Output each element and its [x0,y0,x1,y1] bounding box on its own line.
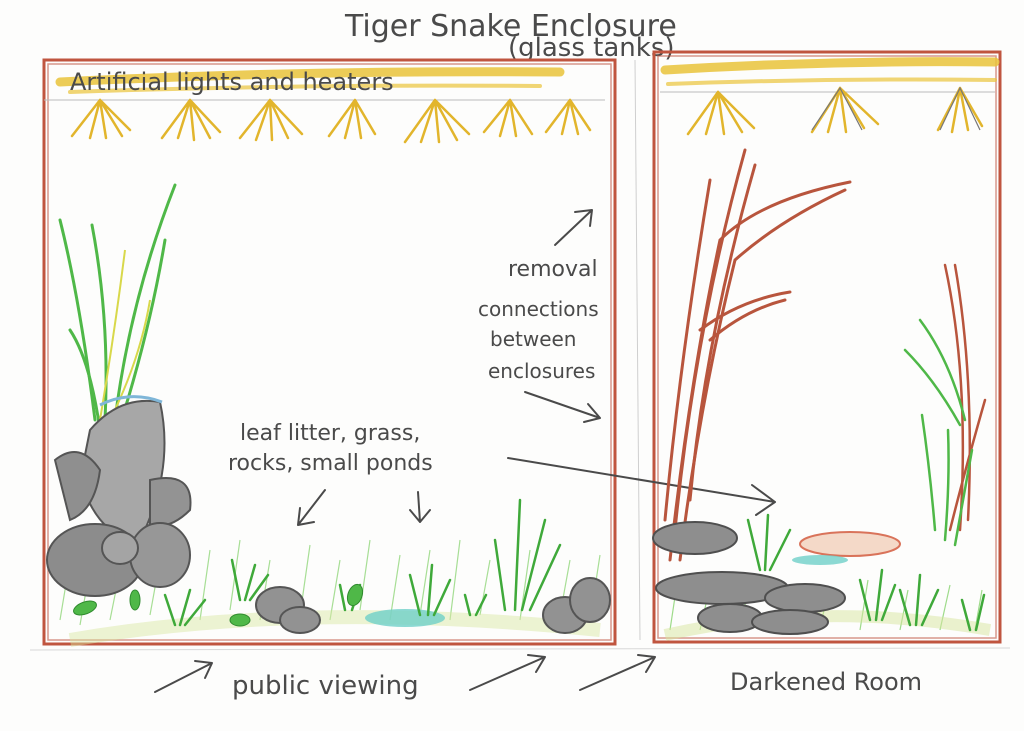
light-cone-icon [686,90,756,136]
title-line1: Tiger Snake Enclosure [344,9,677,44]
right-tank-frame [652,50,1002,644]
small-rocks-left [255,577,611,634]
arrow-up-right-icon [469,654,546,691]
grass-clumps-right [746,513,986,632]
connection-label-1: removal [508,257,598,282]
arrow-long-right-icon [507,457,776,516]
connection-label-3: between [490,327,576,351]
tree-branch [663,148,852,562]
left-tank-frame [42,58,617,646]
leaves-left [73,583,364,627]
ground-label-line1: leaf litter, grass, [240,421,420,446]
floor-line [29,647,1011,651]
arrow-up-right-icon [154,660,213,693]
small-pond-left [365,609,445,627]
public-viewing-label: public viewing [232,671,419,701]
viewing-arrows [154,654,656,693]
light-cone-icon [482,98,534,138]
rock-stack-right [652,521,846,635]
light-cone-icon [70,98,132,140]
light-cone-icon [810,86,880,134]
connection-label-2: connections [478,297,599,321]
light-cone-icon [238,98,304,142]
pond-water-right [792,555,848,565]
light-strip-right [660,57,1000,86]
heater-lights-left [70,98,592,144]
arrow-down-right-icon [524,391,601,423]
tall-grass-highlight [99,249,151,421]
light-cone-icon [936,86,984,134]
connection-label-4: enclosures [488,359,595,383]
arrow-down-icon [409,491,431,523]
light-strip-left [55,67,565,94]
light-cone-outlines [811,86,981,131]
ground-label-line2: rocks, small ponds [228,451,433,476]
grass-clumps-left [163,498,562,627]
tall-grass-left [58,183,177,432]
lights-label: Artificial lights and heaters [70,68,394,96]
light-cone-icon [327,98,377,140]
darkened-room-label: Darkened Room [730,668,922,696]
title-line2: (glass tanks) [508,33,675,63]
arrow-up-right-icon [554,209,593,246]
light-cone-icon [403,98,471,144]
arrow-down-left-icon [297,489,326,526]
connection-arrows [524,209,601,423]
right-vine [943,263,987,532]
tank-gap-line [634,59,641,641]
right-grass [903,318,974,547]
rock-pile-left [46,395,192,597]
ground-arrows [297,457,776,526]
light-cone-icon [544,98,592,136]
small-pond-right [799,531,901,557]
light-cone-icon [160,98,222,142]
arrow-up-right-icon [579,654,656,691]
